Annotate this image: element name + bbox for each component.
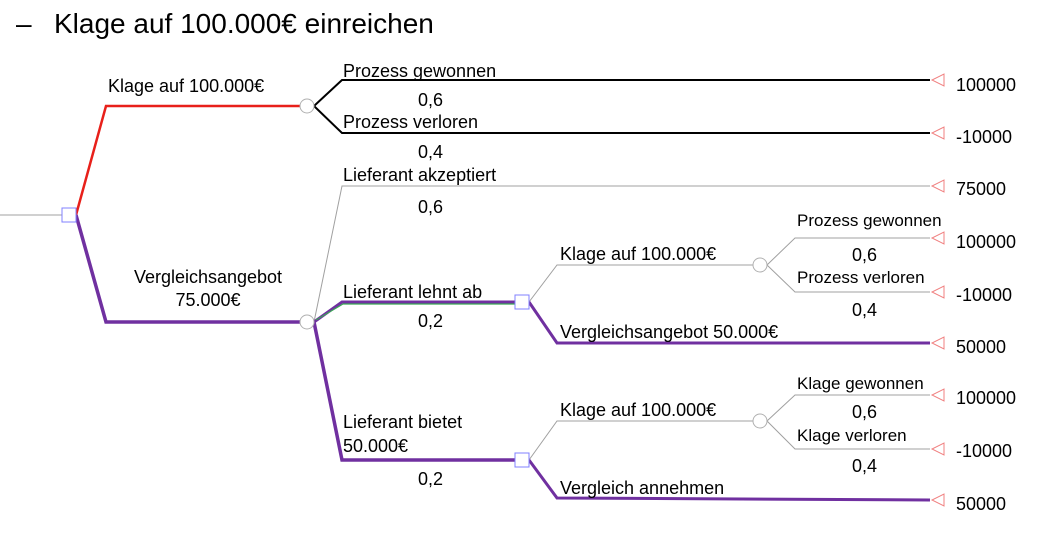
branch-lieferant-lehnt-ab xyxy=(313,300,515,324)
branch-klage-label: Klage auf 100.000€ xyxy=(108,76,264,96)
terminal-node-6 xyxy=(930,336,945,350)
prob-counter-won: 0,6 xyxy=(852,402,877,422)
payoff-rejects-lost: -10000 xyxy=(956,285,1012,305)
prob-rejects-lost: 0,4 xyxy=(852,300,877,320)
branch-lieferant-lehnt-ab-green xyxy=(315,303,515,321)
prob-counter-lost: 0,4 xyxy=(852,456,877,476)
payoff-lieferant-akzeptiert: 75000 xyxy=(956,179,1006,199)
label-counter-klage: Klage auf 100.000€ xyxy=(560,400,716,420)
payoff-klage-won: 100000 xyxy=(956,75,1016,95)
slide-title-text: Klage auf 100.000€ einreichen xyxy=(54,8,434,39)
terminal-node-4 xyxy=(930,231,945,245)
label-prozess-verloren: Prozess verloren xyxy=(343,112,478,132)
bullet-dash: – xyxy=(16,8,32,39)
label-rejects-klage: Klage auf 100.000€ xyxy=(560,244,716,264)
prob-lieferant-akzeptiert: 0,6 xyxy=(418,197,443,217)
branch-counter-accept xyxy=(527,459,931,502)
label-lieferant-lehnt-ab: Lieferant lehnt ab xyxy=(343,282,482,302)
prob-prozess-verloren: 0,4 xyxy=(418,142,443,162)
terminal-node-3 xyxy=(930,179,945,193)
branch-vergleich xyxy=(74,214,302,324)
chance-node-vergleich xyxy=(299,314,315,330)
branch-lieferant-akzeptiert xyxy=(313,185,930,323)
label-counter-lost: Klage verloren xyxy=(797,426,907,445)
terminal-node-5 xyxy=(930,285,945,299)
branch-prozess-gewonnen xyxy=(313,79,930,107)
root-decision-node xyxy=(61,207,77,223)
terminal-node-8 xyxy=(930,442,945,456)
branch-vergleich-label-2: 75.000€ xyxy=(175,290,240,310)
branch-counter-won xyxy=(766,394,930,422)
terminal-node-9 xyxy=(930,493,945,507)
label-lieferant-bietet-2: 50.000€ xyxy=(343,436,408,456)
label-counter-won: Klage gewonnen xyxy=(797,374,924,393)
chance-node-klage xyxy=(299,98,315,114)
terminal-node-7 xyxy=(930,388,945,402)
label-lieferant-bietet-1: Lieferant bietet xyxy=(343,412,462,432)
label-rejects-vergleich: Vergleichsangebot 50.000€ xyxy=(560,322,778,342)
terminal-node-1 xyxy=(930,73,945,87)
terminal-node-2 xyxy=(930,126,945,140)
branch-rejects-lost xyxy=(766,264,930,293)
branch-counter-lost xyxy=(766,420,930,450)
label-rejects-won: Prozess gewonnen xyxy=(797,211,942,230)
branch-rejects-won xyxy=(766,237,930,266)
prob-rejects-won: 0,6 xyxy=(852,245,877,265)
branch-rejects-klage xyxy=(528,264,754,303)
payoff-counter-lost: -10000 xyxy=(956,441,1012,461)
label-rejects-lost: Prozess verloren xyxy=(797,268,925,287)
payoff-counter-won: 100000 xyxy=(956,388,1016,408)
branch-counter-klage xyxy=(528,420,754,461)
label-prozess-gewonnen: Prozess gewonnen xyxy=(343,61,496,81)
payoff-counter-accept: 50000 xyxy=(956,494,1006,514)
branch-prozess-verloren xyxy=(313,105,930,134)
counter-decision-node xyxy=(514,452,530,468)
payoff-rejects-vergleich: 50000 xyxy=(956,337,1006,357)
prob-lieferant-lehnt-ab: 0,2 xyxy=(418,311,443,331)
rejects-decision-node xyxy=(514,294,530,310)
branch-lieferant-bietet xyxy=(312,321,515,462)
branch-vergleich-label-1: Vergleichsangebot xyxy=(134,267,282,287)
label-counter-accept: Vergleich annehmen xyxy=(560,478,724,498)
slide-title: –Klage auf 100.000€ einreichen xyxy=(16,8,434,52)
prob-lieferant-bietet: 0,2 xyxy=(418,469,443,489)
payoff-klage-lost: -10000 xyxy=(956,127,1012,147)
prob-prozess-gewonnen: 0,6 xyxy=(418,90,443,110)
payoff-rejects-won: 100000 xyxy=(956,232,1016,252)
branch-klage xyxy=(74,104,302,216)
chance-node-counter-klage xyxy=(752,413,768,429)
label-lieferant-akzeptiert: Lieferant akzeptiert xyxy=(343,165,496,185)
branch-rejects-vergleich xyxy=(527,301,930,345)
chance-node-rejects-klage xyxy=(752,257,768,273)
